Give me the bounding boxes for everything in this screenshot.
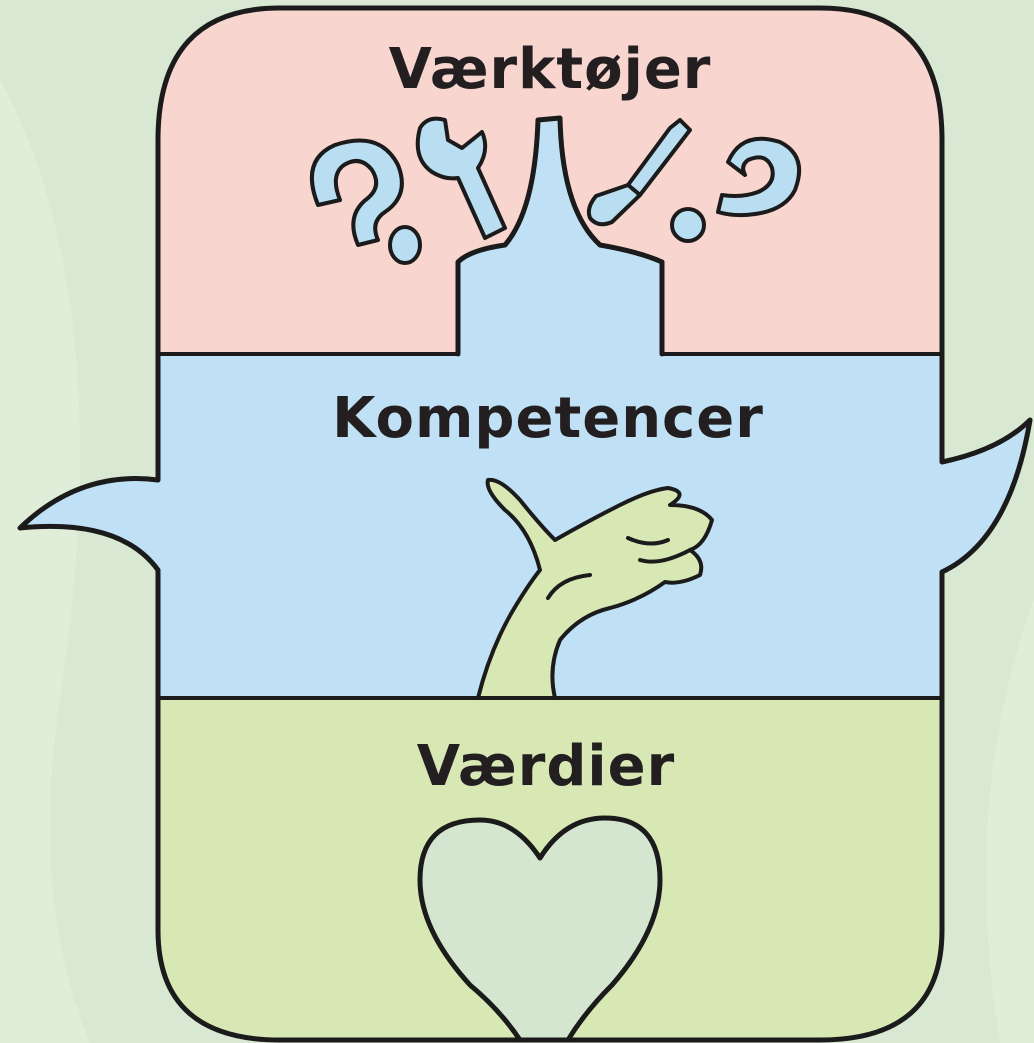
tools-label: Værktøjer [389,37,712,102]
values-label: Værdier [417,734,675,799]
competences-label: Kompetencer [332,386,764,451]
